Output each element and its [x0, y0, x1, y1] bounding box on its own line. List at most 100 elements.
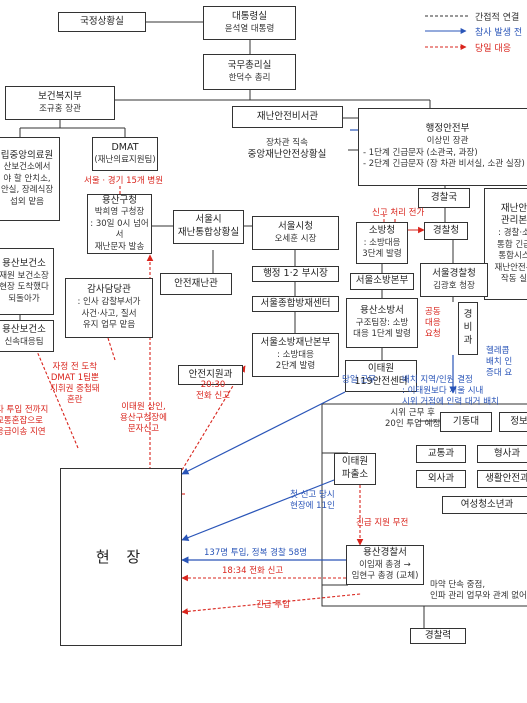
node-yongsan-health: 용산보건소 재원 보건소장 현장 도착했다 되돌아가 [0, 248, 54, 315]
dmat-sub: (재난의료지원팀) [94, 154, 156, 165]
node-seoul-center: 서울종합방재센터 [252, 296, 339, 312]
node-dmat: DMAT (재난의료지원팀) [92, 137, 158, 171]
node-president: 대통령실 윤석열 대통령 [203, 6, 296, 40]
node-seoul-police: 서울경찰청 김광호 청장 [420, 263, 488, 297]
node-yongsan-health-team: 용산보건소 신속대응팀 [0, 320, 54, 352]
mois-name: 이상민 장관 [426, 136, 469, 147]
nmc-line-2: 야 할 안치소, [3, 173, 51, 184]
node-itaewon-police-box: 이태원 파출소 [334, 453, 376, 485]
yongsan-health-title: 용산보건소 [2, 257, 46, 269]
node-women-youth: 여성청소년과 [442, 496, 527, 514]
node-criminal: 형사과 [477, 445, 527, 463]
label-police-137: 137명 투입, 정복 경찰 58명 [204, 548, 308, 558]
nmc-line-3: 안실, 장례식장 [0, 185, 54, 196]
nmc-line-4: 섭외 맡음 [10, 196, 44, 207]
label-emergency-radio: 긴급 지원 무전 [356, 518, 409, 528]
disaster-hq-line-6: 재난안전통 [494, 262, 527, 273]
node-audit: 감사담당관 : 인사 감찰부서가 사건·사고, 질서 유지 업무 맡음 [65, 278, 153, 338]
label-call-1834: 18:34 전화 신고 [222, 566, 284, 576]
node-nmc: 립중앙의료원 산보건소에서 야 할 안치소, 안실, 장례식장 섭외 맡음 [0, 137, 60, 221]
label-deploy: 배치 지역/인원 결정 : 이태원보다 서울 시내 시위 거점에 인력 대거 배… [402, 375, 499, 408]
seoul-city-sub: 재난통합상황실 [177, 227, 240, 238]
pmdirect-sub: 장차관 직속 [266, 137, 308, 148]
mohw-title: 보건복지부 [38, 90, 82, 102]
node-police-bureau: 경찰국 [418, 188, 470, 208]
node-safety-life: 생활안전과 [477, 470, 527, 488]
label-dmat15: 서울 · 경기 15개 병원 [84, 176, 164, 186]
node-disaster-hq: 재난안 관리본 : 경찰·소 통합 긴급 통합시스 재난안전통 작동 실 [484, 188, 527, 300]
node-mobile-unit: 기동대 [440, 412, 492, 432]
node-vice-mayor: 행정 1·2 부시장 [252, 266, 339, 282]
label-congestion: 다 투입 전까지 교통혼잡으로 응급이송 지연 [0, 405, 49, 438]
node-secretary: 재난안전비서관 [232, 106, 343, 128]
legend-report: 참사 발생 전 [475, 28, 523, 38]
mois-level-1: - 1단계 긴급문자 (소관국, 과장) [363, 147, 478, 158]
pm-name: 한덕수 총리 [228, 72, 271, 83]
disaster-hq-line-3: : 경찰·소 [498, 228, 527, 239]
label-joint: 공동 대응 요청 [425, 307, 441, 340]
yongsan-gu-line-2: : 30일 0시 넘어서 [90, 218, 149, 241]
disaster-hq-line-4: 통합 긴급 [497, 239, 527, 250]
node-central-disaster-room: 장차관 직속 중앙재난안전상황실 [226, 134, 348, 166]
fire-agency-line-2: 3단계 발령 [362, 249, 402, 260]
node-intel: 정보 [499, 412, 527, 432]
node-mohw: 보건복지부 조규홍 장관 [5, 86, 115, 120]
label-protest: 시위 근무 후 20인 투입 예정 [385, 408, 441, 430]
seoul-police-title: 서울경찰청 [432, 267, 476, 279]
node-seoul-mayor: 서울시청 오세훈 시장 [252, 216, 339, 250]
node-seoul-situation-room: 서울시 재난통합상황실 [173, 210, 244, 244]
node-seoul-fire-hq: 서울소방재난본부 : 소방대응 2단계 발령 [252, 333, 339, 377]
label-helicopter: 헬레콥 배치 인 증대 요 [486, 346, 513, 379]
label-urgent: 긴급 투입 [256, 600, 290, 610]
yongsan-gu-title: 용산구청 [102, 194, 137, 206]
mois-level-2: - 2단계 긴급문자 (장 차관 비서실, 소관 실장) [363, 159, 525, 170]
president-name: 윤석열 대통령 [224, 23, 275, 34]
legend-indirect: 간접적 연결 [475, 13, 520, 23]
node-seoul-fire: 서울소방본부 [350, 273, 414, 290]
nmc-line-1: 산보건소에서 [3, 162, 51, 173]
label-dmat-arrive: 자정 전 도착 DMAT 1팀뿐 지휘권 중첩돼 혼란 [50, 362, 100, 406]
node-yongsan-fire: 용산소방서 구조팀장: 소방 대응 1단계 발령 [346, 298, 418, 348]
label-first-report: 첫 신고 당시 현장에 11인 [290, 490, 335, 512]
fire-agency-title: 소방청 [368, 225, 396, 237]
seoul-mayor-title: 서울시청 [278, 220, 313, 232]
disaster-hq-line-7: 작동 실 [500, 274, 527, 285]
nmc-title: 립중앙의료원 [0, 149, 54, 161]
label-merchant: 이태원 상인, 용산구청장에 문자신고 [120, 402, 167, 435]
node-police-force: 경찰력 [410, 628, 466, 644]
fire-agency-line-1: : 소방대응 [363, 237, 401, 248]
node-yongsan-police: 용산경찰서 이임재 총경 → 임현구 총경 (교체) [346, 545, 424, 585]
node-guard-division: 경 비 과 [458, 302, 478, 355]
seoul-mayor-name: 오세훈 시장 [274, 233, 317, 244]
node-nsc: 국정상황실 [58, 12, 146, 32]
node-safety-office: 안전재난관 [160, 273, 232, 295]
node-itaewon-center: 이태원 119안전센터 [345, 360, 417, 392]
dmat-title: DMAT [111, 141, 139, 153]
label-call-2030: 20:30 전화 신고 [196, 380, 230, 402]
node-yongsan-gu: 용산구청 박희영 구청장 : 30일 0시 넘어서 재난문자 발송 [87, 194, 152, 254]
mois-title: 행정안전부 [425, 123, 470, 135]
seoul-police-name: 김광호 청장 [433, 280, 475, 291]
mohw-name: 조규홍 장관 [39, 103, 81, 114]
node-police-hq: 경찰청 [424, 222, 468, 240]
president-title: 대통령실 [232, 10, 267, 22]
legend-response: 당일 대응 [475, 44, 511, 54]
pmdirect-title: 중앙재난안전상황실 [247, 149, 327, 161]
node-foreign: 외사과 [416, 470, 466, 488]
yongsan-gu-line-1: 박희영 구청장 [94, 207, 145, 218]
label-duty: 당일 근무 [342, 375, 376, 385]
label-drug: 마약 단속 중점, 인파 관리 업무와 관계 없어 [430, 580, 527, 602]
yongsan-gu-line-3: 재난문자 발송 [94, 241, 145, 252]
node-fire-agency: 소방청 : 소방대응 3단계 발령 [356, 222, 408, 264]
disaster-hq-line-2: 관리본 [500, 215, 527, 227]
label-fire-transfer: 신고 처리 전가 [372, 208, 425, 218]
node-traffic: 교통과 [416, 445, 466, 463]
pm-title: 국무총리실 [227, 59, 272, 71]
seoul-city-title: 서울시 [195, 214, 222, 226]
node-scene: 현 장 [60, 468, 182, 646]
audit-title: 감사담당관 [87, 284, 131, 296]
node-mois: 행정안전부 이상민 장관 - 1단계 긴급문자 (소관국, 과장) - 2단계 … [358, 108, 527, 186]
node-pm: 국무총리실 한덕수 총리 [203, 54, 296, 90]
disaster-hq-line-1: 재난안 [500, 202, 527, 214]
disaster-hq-line-5: 통합시스 [498, 251, 527, 262]
